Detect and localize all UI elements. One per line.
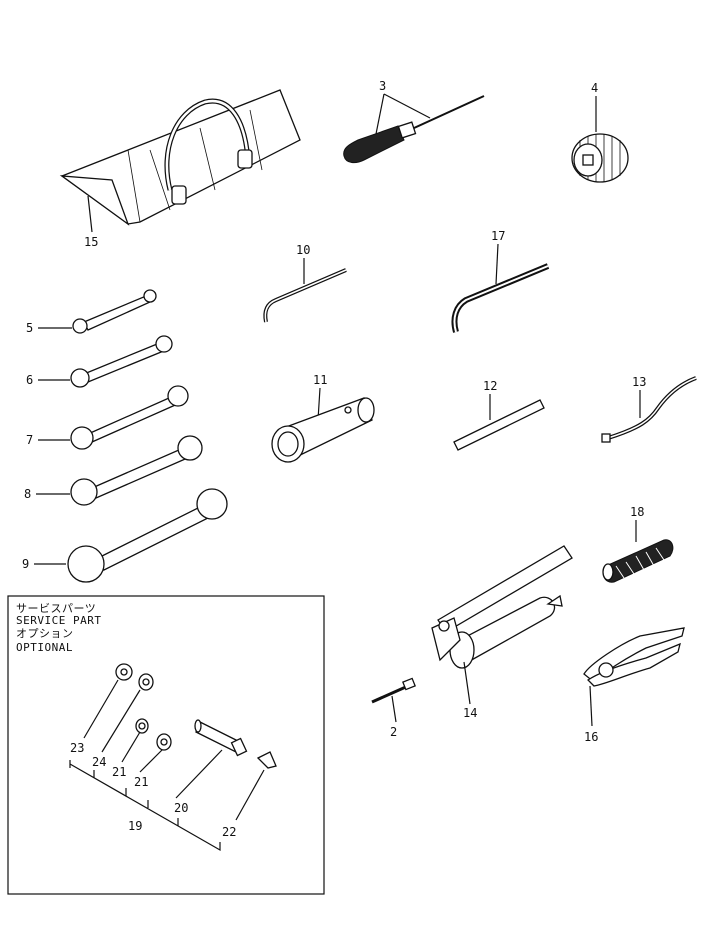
callout-14: 14 (463, 706, 477, 720)
tool-bag-drawing (59, 89, 301, 226)
callout-8: 8 (24, 487, 31, 501)
wrench-8-drawing (70, 435, 203, 506)
grip-drawing (602, 539, 674, 583)
bar-drawing (453, 399, 545, 451)
grease-gun-drawing (431, 545, 573, 669)
callout-19: 19 (128, 819, 142, 833)
hex-key-drawing (263, 268, 347, 323)
wrench-7-drawing (70, 385, 189, 450)
callout-9: 9 (22, 557, 29, 571)
callout-21-left: 21 (112, 765, 126, 779)
callout-15: 15 (84, 235, 98, 249)
callout-22: 22 (222, 825, 236, 839)
callout-12: 12 (483, 379, 497, 393)
callout-6: 6 (26, 373, 33, 387)
service-part-box (7, 595, 325, 895)
callout-2: 2 (390, 725, 397, 739)
callout-20: 20 (174, 801, 188, 815)
callout-11: 11 (313, 373, 327, 387)
callout-4: 4 (591, 81, 598, 95)
extension-hose-drawing (601, 376, 697, 443)
callout-10: 10 (296, 243, 310, 257)
wrench-5-drawing (72, 289, 157, 334)
grease-nipple-drawing (371, 677, 416, 704)
service-part-jp-label: サービスパーツ (16, 602, 96, 615)
callout-13: 13 (632, 375, 646, 389)
pliers-drawing (583, 627, 685, 687)
knob-drawing (571, 133, 629, 183)
callout-21-right: 21 (134, 775, 148, 789)
screwdriver-drawing (343, 95, 485, 164)
wrench-6-drawing (70, 335, 173, 388)
optional-label: OPTIONAL (16, 641, 73, 654)
optional-jp-label: オプション (16, 627, 74, 640)
callout-23: 23 (70, 741, 84, 755)
wrench-9-drawing (67, 488, 228, 583)
callout-18: 18 (630, 505, 644, 519)
service-part-label: SERVICE PART (16, 614, 101, 627)
callout-17: 17 (491, 229, 505, 243)
service-parts-drawing (115, 663, 277, 769)
callout-3: 3 (379, 79, 386, 93)
socket-wrench-drawing (271, 397, 375, 463)
callout-5: 5 (26, 321, 33, 335)
callout-7: 7 (26, 433, 33, 447)
callout-24: 24 (92, 755, 106, 769)
callout-16: 16 (584, 730, 598, 744)
